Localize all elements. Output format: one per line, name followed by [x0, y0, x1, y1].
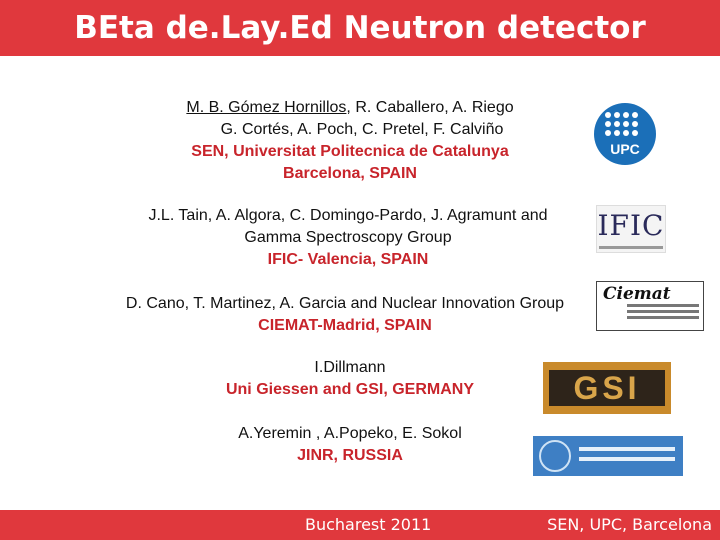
- footer-bar: Bucharest 2011 SEN, UPC, Barcelona: [0, 510, 720, 540]
- lead-author: M. B. Gómez Hornillos: [186, 99, 347, 116]
- upc-authors-rest: , R. Caballero, A. Riego: [346, 99, 514, 116]
- ciemat-authors: D. Cano, T. Martinez, A. Garcia and Nucl…: [125, 295, 565, 312]
- gsi-authors: I.Dillmann: [314, 359, 386, 376]
- group-gsi: I.Dillmann Uni Giessen and GSI, GERMANY: [190, 357, 510, 401]
- ciemat-institution: CIEMAT-Madrid, SPAIN: [258, 317, 432, 334]
- gsi-logo: GSI: [543, 362, 671, 414]
- ciemat-logo: Ciemat: [596, 281, 704, 331]
- group-ific: J.L. Tain, A. Algora, C. Domingo-Pardo, …: [110, 205, 586, 271]
- group-jinr: A.Yeremin , A.Popeko, E. Sokol JINR, RUS…: [200, 423, 500, 467]
- ific-logo: IFIC: [596, 205, 666, 253]
- upc-logo: UPC: [594, 103, 656, 165]
- footer-affiliation: SEN, UPC, Barcelona: [547, 515, 712, 534]
- jinr-authors: A.Yeremin , A.Popeko, E. Sokol: [238, 425, 462, 442]
- ciemat-logo-subtext: [627, 304, 699, 322]
- slide-title: BEta de.Lay.Ed Neutron detector: [74, 10, 646, 46]
- jinr-emblem-icon: [539, 440, 571, 472]
- upc-dots-icon: [605, 112, 645, 140]
- ific-logo-text: IFIC: [597, 209, 665, 242]
- ific-institution: IFIC- Valencia, SPAIN: [267, 251, 429, 268]
- jinr-logo: [533, 436, 683, 476]
- jinr-logo-text-lines: [579, 447, 675, 467]
- jinr-institution: JINR, RUSSIA: [297, 447, 403, 464]
- upc-authors-line2: G. Cortés, A. Poch, C. Pretel, F. Calviñ…: [220, 121, 504, 138]
- upc-authors-line1: M. B. Gómez Hornillos, R. Caballero, A. …: [150, 97, 550, 119]
- gsi-institution: Uni Giessen and GSI, GERMANY: [225, 381, 475, 398]
- upc-logo-text: UPC: [610, 141, 640, 157]
- ific-authors-line1: J.L. Tain, A. Algora, C. Domingo-Pardo, …: [148, 207, 548, 224]
- title-bar: BEta de.Lay.Ed Neutron detector: [0, 0, 720, 56]
- footer-event: Bucharest 2011: [305, 515, 432, 534]
- ific-logo-subline: [599, 246, 663, 249]
- upc-institution: SEN, Universitat Politecnica de Cataluny…: [191, 143, 509, 160]
- ciemat-logo-text: Ciemat: [603, 284, 671, 304]
- upc-place: Barcelona, SPAIN: [283, 165, 417, 182]
- group-upc: M. B. Gómez Hornillos, R. Caballero, A. …: [150, 97, 550, 185]
- group-ciemat: D. Cano, T. Martinez, A. Garcia and Nucl…: [95, 293, 595, 337]
- ific-authors-line2: Gamma Spectroscopy Group: [244, 229, 452, 246]
- gsi-logo-text: GSI: [549, 370, 665, 406]
